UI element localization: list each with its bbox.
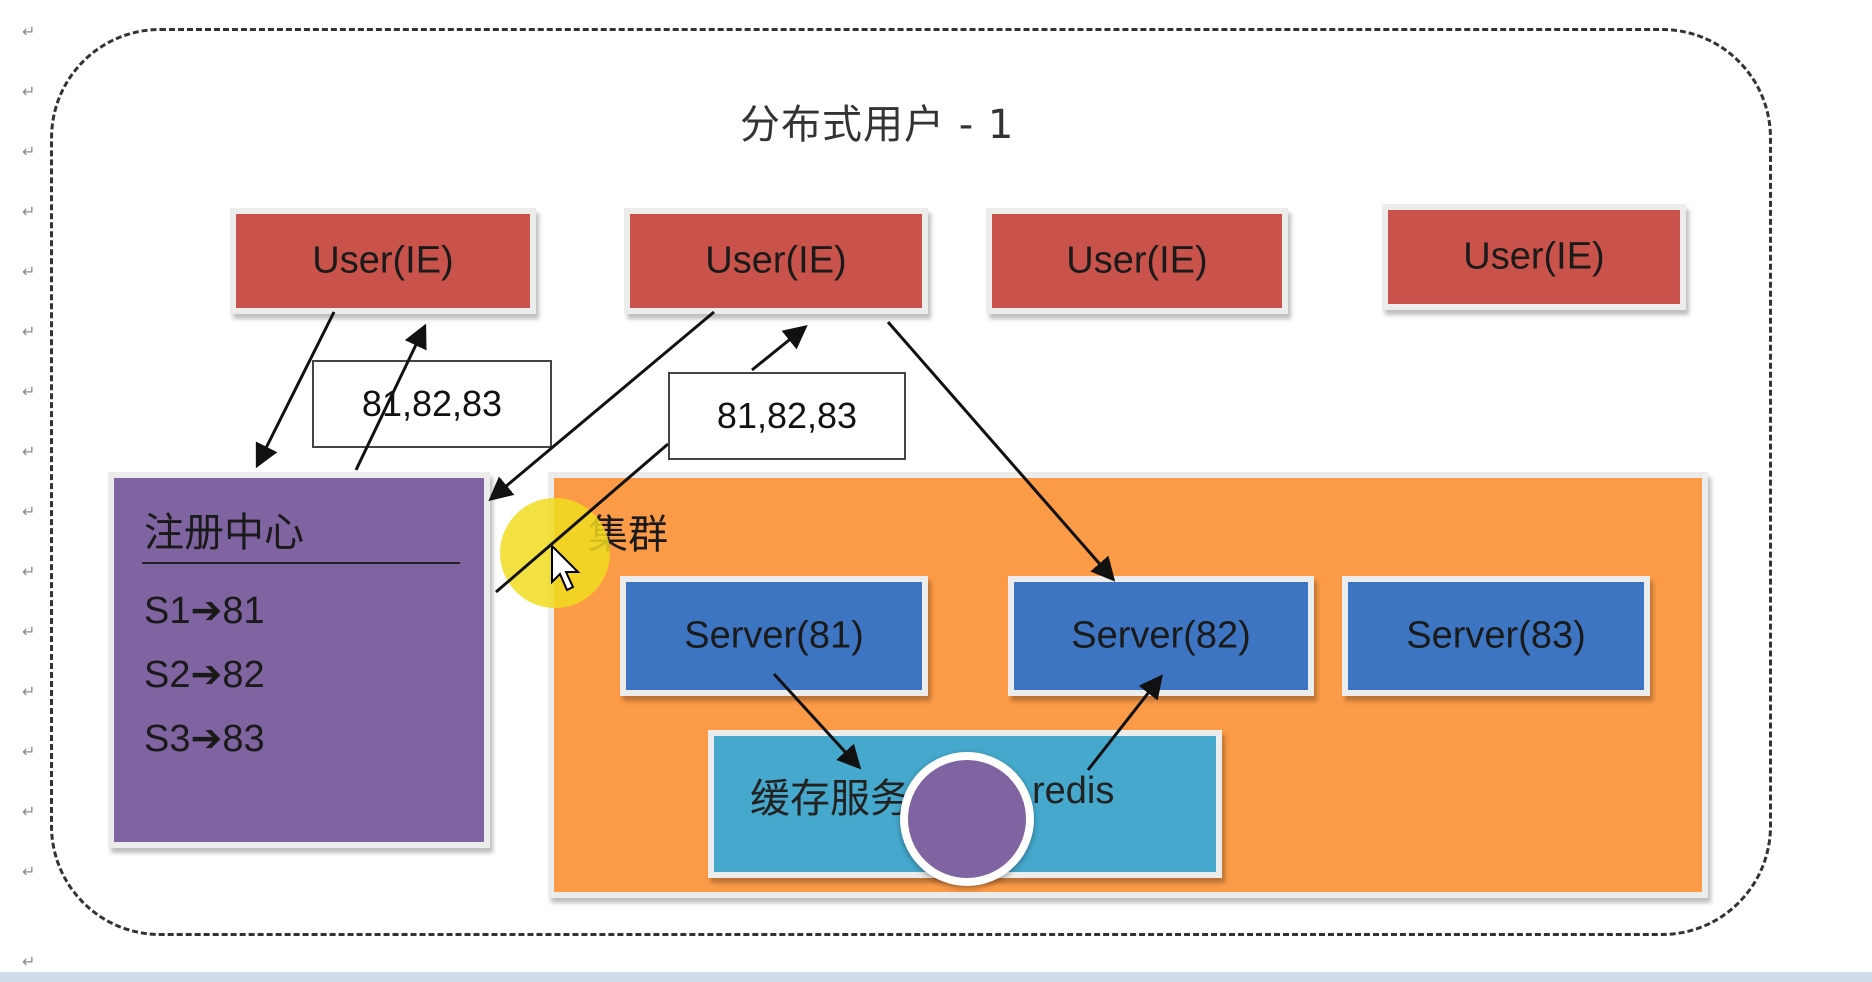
- paragraph-mark-icon: ↵: [22, 862, 36, 881]
- user-box-1[interactable]: User(IE): [230, 208, 536, 314]
- server-83[interactable]: Server(83): [1342, 576, 1650, 696]
- paragraph-mark-icon: ↵: [22, 202, 36, 221]
- user-box-4[interactable]: User(IE): [1382, 204, 1686, 310]
- paragraph-mark-icon: ↵: [22, 502, 36, 521]
- paragraph-mark-icon: ↵: [22, 802, 36, 821]
- paragraph-mark-icon: ↵: [22, 442, 36, 461]
- registry-title: 注册中心: [144, 510, 304, 556]
- server-label: Server(82): [1071, 614, 1251, 657]
- port-label-2: 81,82,83: [668, 372, 906, 460]
- paragraph-mark-icon: ↵: [22, 622, 36, 641]
- paragraph-mark-icon: ↵: [22, 82, 36, 101]
- registry-mapping: S2➔82: [144, 654, 265, 696]
- cache-redis-label: redis: [1032, 770, 1115, 812]
- paragraph-mark-icon: ↵: [22, 562, 36, 581]
- diagram-title: 分布式用户 - 1: [740, 102, 1015, 148]
- paragraph-mark-icon: ↵: [22, 382, 36, 401]
- user-box-2[interactable]: User(IE): [624, 208, 928, 314]
- registry-center[interactable]: 注册中心 S1➔81 S2➔82 S3➔83: [108, 472, 490, 848]
- diagram-frame: [50, 28, 1772, 936]
- arrow-label2-to-user2: [751, 324, 808, 372]
- purple-circle-marker: [900, 752, 1034, 886]
- paragraph-mark-icon: ↵: [22, 952, 36, 971]
- paragraph-mark-icon: ↵: [22, 22, 36, 41]
- paragraph-mark-icon: ↵: [22, 322, 36, 341]
- arrow-registry-to-user1: [354, 323, 427, 471]
- user-label: User(IE): [1463, 235, 1605, 278]
- user-label: User(IE): [705, 239, 847, 282]
- registry-divider: [142, 562, 460, 564]
- mouse-cursor-icon: [551, 544, 581, 592]
- arrow-cache-to-server82: [1086, 674, 1163, 771]
- bottom-bar: [0, 972, 1872, 982]
- paragraph-mark-icon: ↵: [22, 262, 36, 281]
- paragraph-mark-icon: ↵: [22, 742, 36, 761]
- port-label-1: 81,82,83: [312, 360, 552, 448]
- arrow-user2-to-server82: [886, 321, 1116, 582]
- arrow-user2-to-registry: [488, 310, 715, 502]
- arrow-user1-to-registry: [255, 311, 336, 469]
- server-label: Server(81): [684, 614, 864, 657]
- paragraph-mark-icon: ↵: [22, 142, 36, 161]
- user-label: User(IE): [1066, 239, 1208, 282]
- arrow-server81-to-cache: [772, 672, 862, 770]
- registry-mapping: S1➔81: [144, 590, 265, 632]
- arrow-registry-to-label2: [495, 442, 669, 594]
- user-label: User(IE): [312, 239, 454, 282]
- paragraph-mark-icon: ↵: [22, 682, 36, 701]
- registry-mapping: S3➔83: [144, 718, 265, 760]
- user-box-3[interactable]: User(IE): [986, 208, 1288, 314]
- server-label: Server(83): [1406, 614, 1586, 657]
- cache-title: 缓存服务: [750, 776, 910, 822]
